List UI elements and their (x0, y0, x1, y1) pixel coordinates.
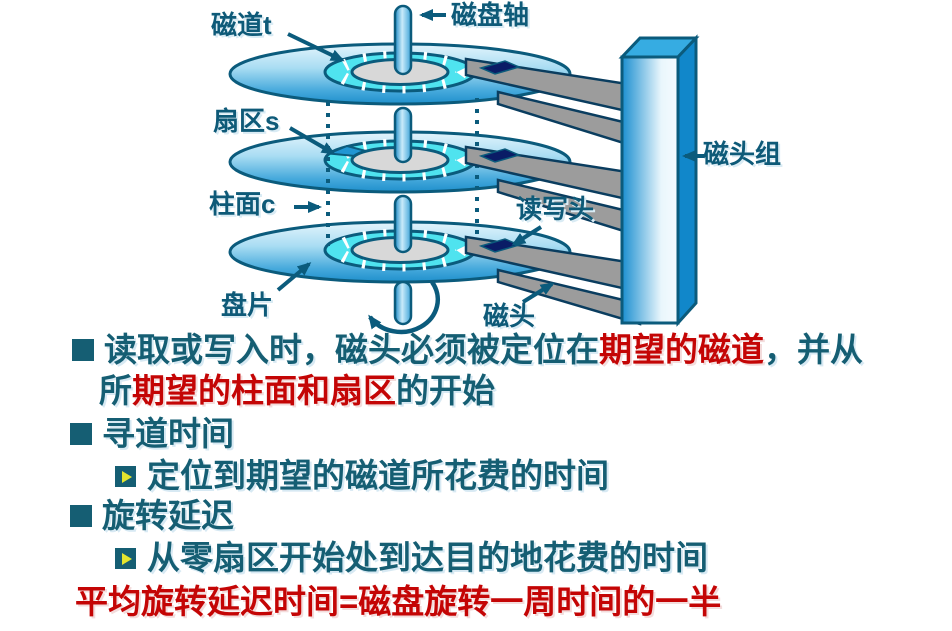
rotation-delay-detail: 从零扇区开始处到达目的地花费的时间 (147, 539, 708, 576)
bullet1-seg1: 读取或写入时，磁头必须被定位在 (104, 331, 599, 368)
bullet1-seg4: 所 (99, 372, 132, 409)
bullet-square-icon (72, 339, 94, 361)
bullet1-line2: 所期望的柱面和扇区的开始 (99, 372, 495, 410)
sub-bullet-triangle-icon (122, 552, 132, 565)
label-platter: 盘片 (221, 290, 274, 320)
bullet1-seg3: ，并从 (764, 331, 863, 368)
bullet-row-read-write-cont: 所期望的柱面和扇区的开始 (99, 372, 495, 410)
sub-bullet-icon (115, 466, 136, 487)
rotation-arrow-icon (368, 280, 441, 335)
sub-bullet-icon (115, 548, 136, 569)
rotation-delay-title: 旋转延迟 (102, 497, 234, 534)
rw-head-arrow-icon (511, 225, 543, 246)
label-track: 磁道t (211, 10, 272, 40)
label-rw-head: 读写头 (516, 194, 595, 224)
sub-row-seek-time: 定位到期望的磁道所花费的时间 (115, 457, 609, 495)
head-assembly-block (618, 34, 700, 327)
label-spindle: 磁盘轴 (451, 0, 530, 30)
label-arrows (276, 9, 704, 304)
label-cylinder: 柱面c (209, 189, 276, 219)
sub-row-rotation-delay: 从零扇区开始处到达目的地花费的时间 (115, 539, 708, 577)
bullet-row-rotation-delay: 旋转延迟 (70, 497, 234, 535)
bullet-row-read-write: 读取或写入时，磁头必须被定位在期望的磁道，并从 (72, 331, 863, 369)
average-rotation-delay-note: 平均旋转延迟时间=磁盘旋转一周时间的一半 (75, 583, 722, 620)
sector-arrow-icon (288, 126, 336, 155)
bullet-square-icon (70, 505, 92, 527)
platter-arrow-icon (276, 262, 312, 292)
spindle-rod (393, 4, 413, 326)
bullet1-seg5-red: 期望的柱面和扇区 (132, 372, 396, 409)
bullet-row-seek-time: 寻道时间 (70, 415, 234, 453)
cylinder-dotted-lines (326, 98, 479, 246)
head-arrow-icon (521, 282, 555, 304)
seek-time-title: 寻道时间 (102, 415, 234, 452)
bullet-square-icon (70, 423, 92, 445)
bullet1-seg2-red: 期望的磁道 (599, 331, 764, 368)
label-sector: 扇区s (213, 106, 280, 136)
footer-row: 平均旋转延迟时间=磁盘旋转一周时间的一半 (75, 583, 721, 621)
label-head: 磁头 (483, 301, 536, 331)
bullet1-seg6: 的开始 (396, 372, 495, 409)
label-head-group: 磁头组 (703, 139, 782, 169)
sub-bullet-triangle-icon (122, 470, 132, 483)
seek-time-detail: 定位到期望的磁道所花费的时间 (147, 457, 609, 494)
bullet1-line1: 读取或写入时，磁头必须被定位在期望的磁道，并从 (104, 331, 863, 369)
track-arrow-icon (287, 32, 345, 62)
